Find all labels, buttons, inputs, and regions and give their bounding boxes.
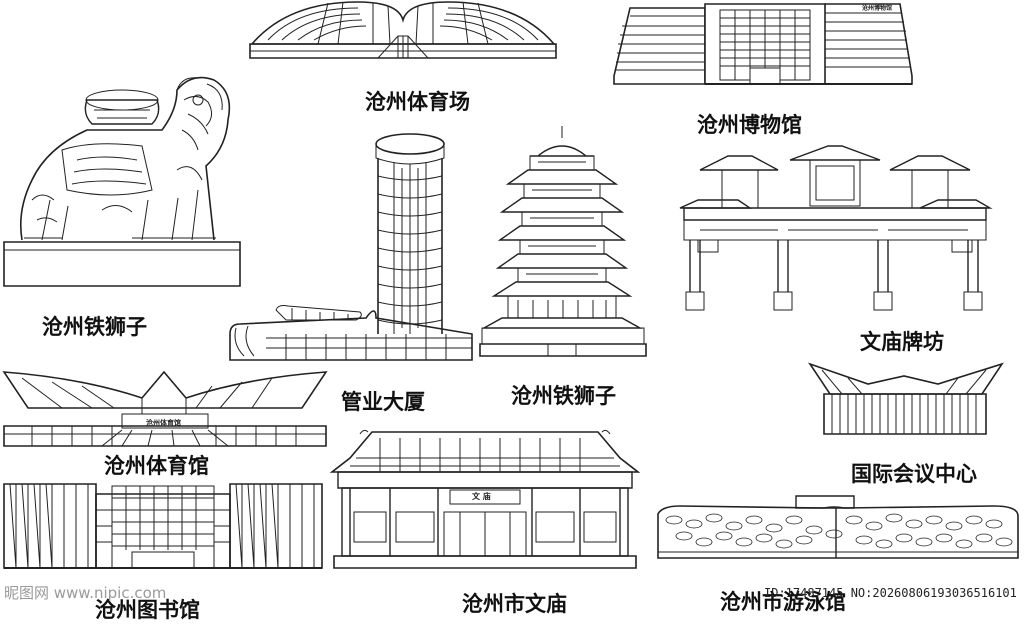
tower-drawing <box>226 128 476 364</box>
label-tower: 管业大厦 <box>341 390 425 414</box>
watermark-site: 昵图网 www.nipic.com <box>4 584 167 602</box>
lion-drawing <box>2 70 242 290</box>
label-lion: 沧州铁狮子 <box>42 315 147 339</box>
stadium-drawing <box>248 0 558 62</box>
label-archway: 文庙牌坊 <box>860 330 944 354</box>
label-pagoda: 沧州铁狮子 <box>511 384 616 408</box>
label-museum: 沧州博物馆 <box>697 113 802 137</box>
temple-sign: 文 庙 <box>472 492 491 501</box>
label-gym: 沧州体育馆 <box>104 454 209 478</box>
pagoda-drawing <box>478 124 648 360</box>
temple-drawing <box>320 428 650 572</box>
museum-drawing <box>610 0 915 88</box>
label-stadium: 沧州体育场 <box>365 90 470 114</box>
museum-sign: 沧州博物馆 <box>862 5 893 12</box>
label-library: 沧州图书馆 <box>95 598 200 622</box>
library-drawing <box>2 480 324 572</box>
conference-drawing <box>808 362 1004 438</box>
label-swimming: 沧州市游泳馆 <box>720 590 846 614</box>
gym-drawing <box>2 368 328 448</box>
archway-drawing <box>678 142 992 314</box>
watermark-id: ID:17487145 NO:20260806193036516101 <box>764 586 1017 600</box>
label-temple: 沧州市文庙 <box>462 592 567 616</box>
label-conference: 国际会议中心 <box>851 462 977 486</box>
gym-sign: 沧州体育馆 <box>146 419 181 427</box>
swimming-drawing <box>654 494 1022 568</box>
